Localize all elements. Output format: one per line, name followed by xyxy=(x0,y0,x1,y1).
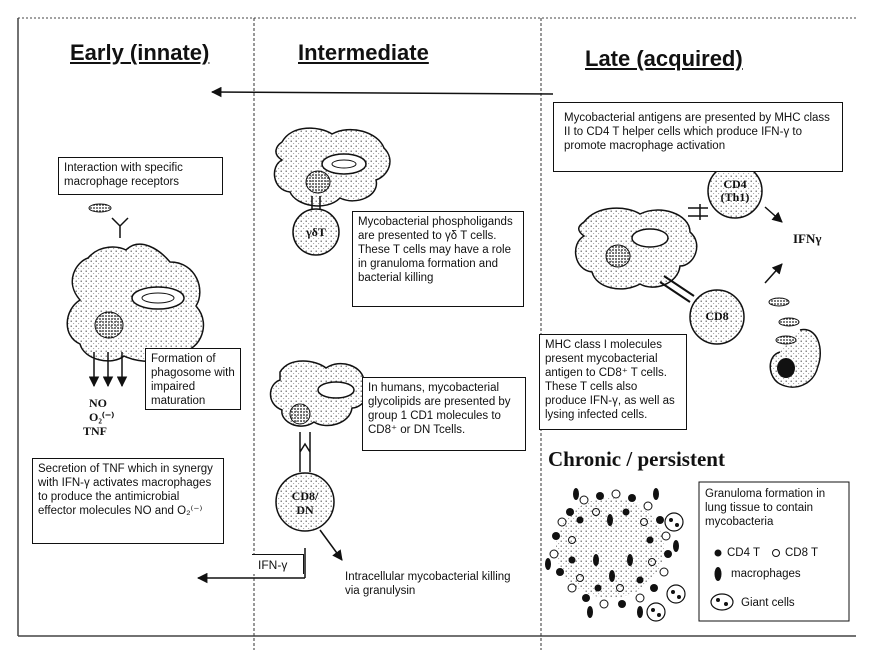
macrophage-legend-marker xyxy=(714,567,722,581)
ifn-arrow-late-1 xyxy=(764,206,783,223)
mhc2-box: Mycobacterial antigens are presented by … xyxy=(553,102,843,172)
legend-giant-cells-label: Giant cells xyxy=(741,597,795,609)
gd-t-label: γδT xyxy=(306,225,326,239)
tcr-link-1 xyxy=(311,196,321,210)
phagosome-mid-1 xyxy=(305,170,331,194)
receptor-shape xyxy=(111,217,129,238)
cd4-legend-marker xyxy=(714,549,722,557)
cd4-label-2: (Th1) xyxy=(720,190,750,204)
giant-cell-legend-dot-1 xyxy=(716,598,720,602)
ifn-gamma-late-label: IFNγ xyxy=(793,231,822,246)
cd4-label-1: CD4 xyxy=(723,177,747,191)
ifn-arrow-late-2 xyxy=(764,263,783,284)
bacterium-shape xyxy=(88,203,112,213)
chronic-persistent-title: Chronic / persistent xyxy=(548,447,725,471)
nucleus-inner-early xyxy=(141,292,175,304)
nucleus-late xyxy=(631,228,669,248)
gd-t-cell xyxy=(292,208,340,256)
cd8-label: CD8 xyxy=(705,309,729,323)
granuloma-legend-box xyxy=(698,481,850,622)
giant-cell-legend-marker xyxy=(710,593,734,611)
nucleus-mid-1 xyxy=(321,153,367,175)
receptors-box: Interaction with specific macrophage rec… xyxy=(58,157,223,195)
legend-macrophages-label: macrophages xyxy=(731,568,801,580)
nucleus-mid-2 xyxy=(317,381,355,399)
header-intermediate: Intermediate xyxy=(298,40,429,65)
mhc1-box: MHC class I molecules present mycobacter… xyxy=(539,334,687,430)
giant-cell-legend-dot-2 xyxy=(724,602,728,606)
phagosome-mid-2 xyxy=(289,403,311,425)
granuloma xyxy=(545,488,686,622)
mhc2-link xyxy=(688,204,708,220)
lysed-fragment-2 xyxy=(778,317,800,327)
tnf-secretion-box: Secretion of TNF which in synergy with I… xyxy=(32,458,224,544)
header-early: Early (innate) xyxy=(70,40,210,65)
cd8-dn-label-1: CD8/ xyxy=(291,489,319,503)
molecule-tnf: TNF xyxy=(83,424,107,438)
phagosome-late xyxy=(605,244,631,268)
cd8-cell xyxy=(689,289,745,345)
granulysin-label: Intracellular mycobacterial killing via … xyxy=(345,571,511,597)
granuloma-legend-title: Granuloma formation in lung tissue to co… xyxy=(705,488,826,528)
cd8-dn-label-2: DN xyxy=(296,503,314,517)
legend-cd8-label: CD8 T xyxy=(785,547,819,559)
legend-cd4-label: CD4 T xyxy=(727,547,761,559)
molecule-o2: O₂⁽⁻⁾ xyxy=(89,410,115,424)
nucleus-inner-mid-1 xyxy=(331,159,357,169)
cd8-legend-marker xyxy=(772,549,780,557)
nucleus-early xyxy=(131,286,185,310)
header-late: Late (acquired) xyxy=(585,46,743,71)
mhc1-link xyxy=(659,275,695,303)
ifn-gamma-mid-label: IFN-γ xyxy=(252,554,304,574)
phagosome-early xyxy=(94,311,124,339)
glycolipids-box: In humans, mycobacterial glycolipids are… xyxy=(362,377,526,451)
molecule-no: NO xyxy=(89,396,107,410)
macrophage-late xyxy=(574,207,698,290)
cd8-dn-cell xyxy=(275,472,335,532)
lysed-nucleus xyxy=(777,358,795,378)
cd1-link xyxy=(299,432,311,472)
phospholigands-box: Mycobacterial phospholigands are present… xyxy=(352,211,524,307)
lysed-fragment-1 xyxy=(768,297,790,307)
feedback-arrow xyxy=(210,86,554,98)
granulysin-arrow xyxy=(319,529,343,561)
phagosome-box: Formation of phagosome with impaired mat… xyxy=(145,348,241,410)
